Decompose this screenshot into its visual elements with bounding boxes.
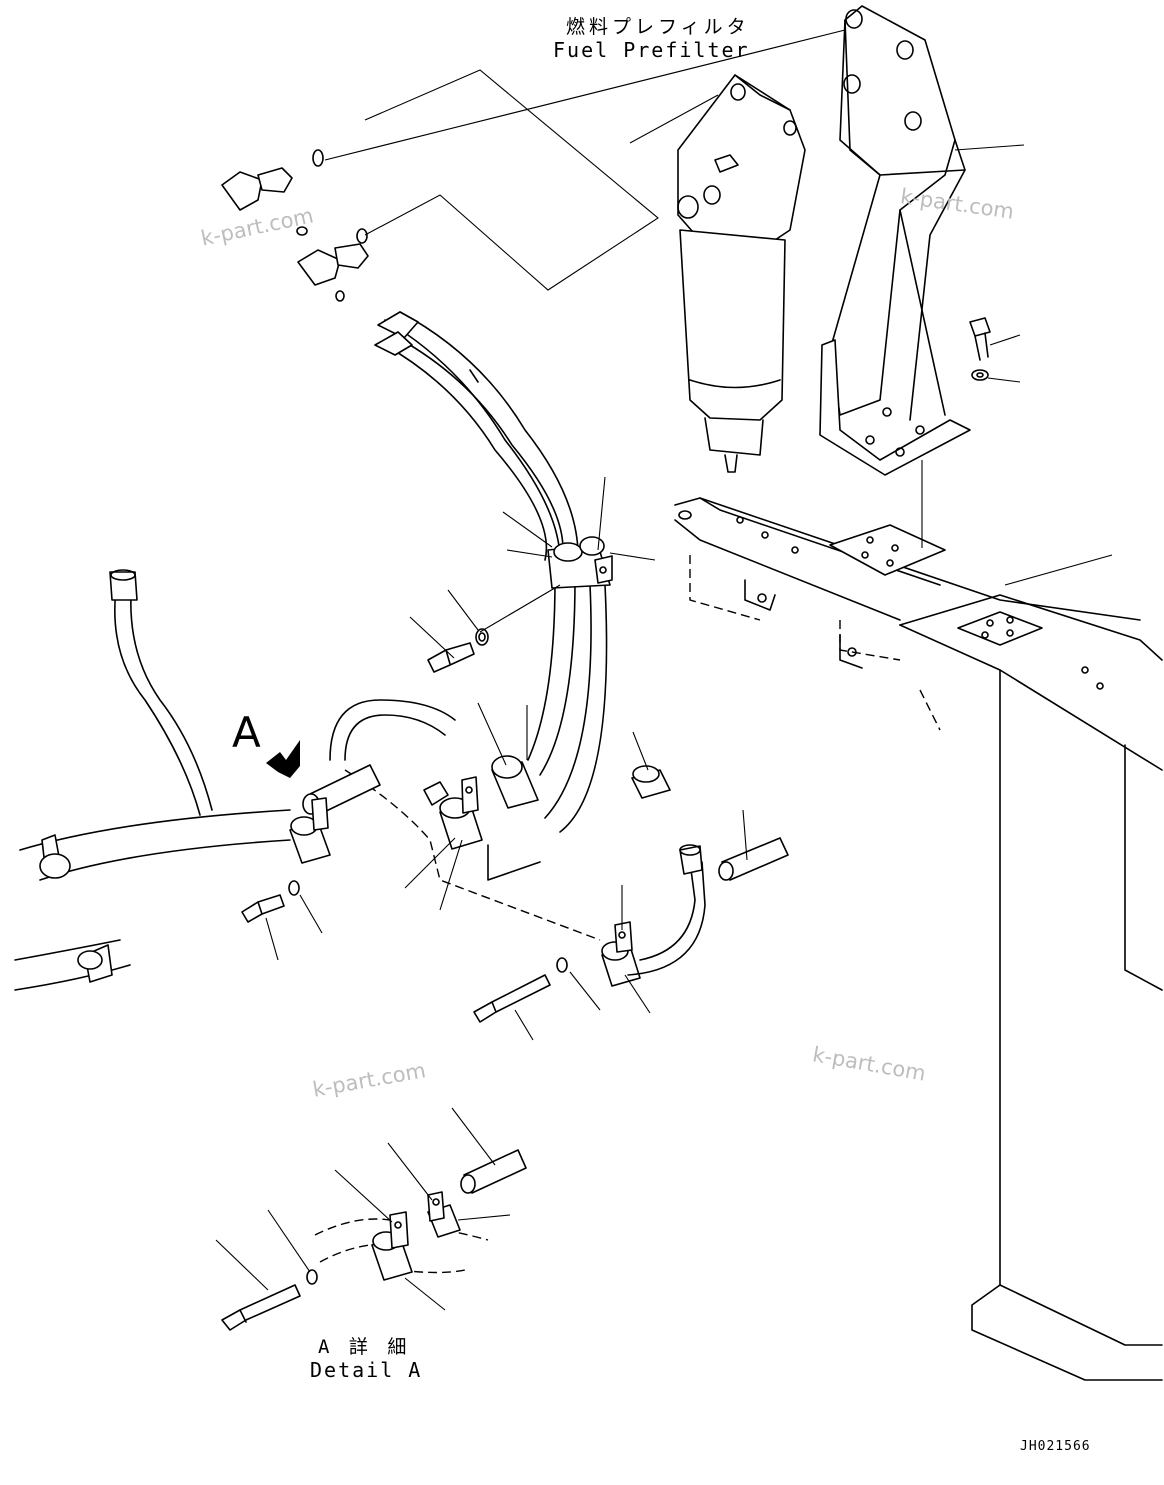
fuel-hoses (384, 311, 608, 833)
fuel-prefilter-label-en: Fuel Prefilter (553, 38, 750, 62)
hose-fittings (221, 149, 419, 356)
callout-a-label: A (232, 708, 261, 757)
clamp-upper (547, 536, 613, 589)
detail-a-label-ja: A 詳 細 (318, 1336, 411, 1358)
fuel-prefilter-label-ja: 燃料プレフィルタ (566, 16, 750, 38)
bolt-upper (427, 628, 489, 673)
prefilter-bracket (819, 5, 971, 476)
machine-frame (674, 497, 1163, 1381)
leader-lines (215, 29, 1113, 1311)
drawing-number: JH021566 (1020, 1439, 1091, 1454)
bolts-middle (241, 837, 789, 1023)
callout-a-arrow (266, 740, 300, 778)
bolt-right (969, 317, 991, 381)
clamps-middle (39, 755, 671, 983)
fuel-prefilter (677, 74, 806, 473)
detail-a-label-en: Detail A (310, 1358, 423, 1382)
detail-a-assembly (221, 1149, 527, 1331)
